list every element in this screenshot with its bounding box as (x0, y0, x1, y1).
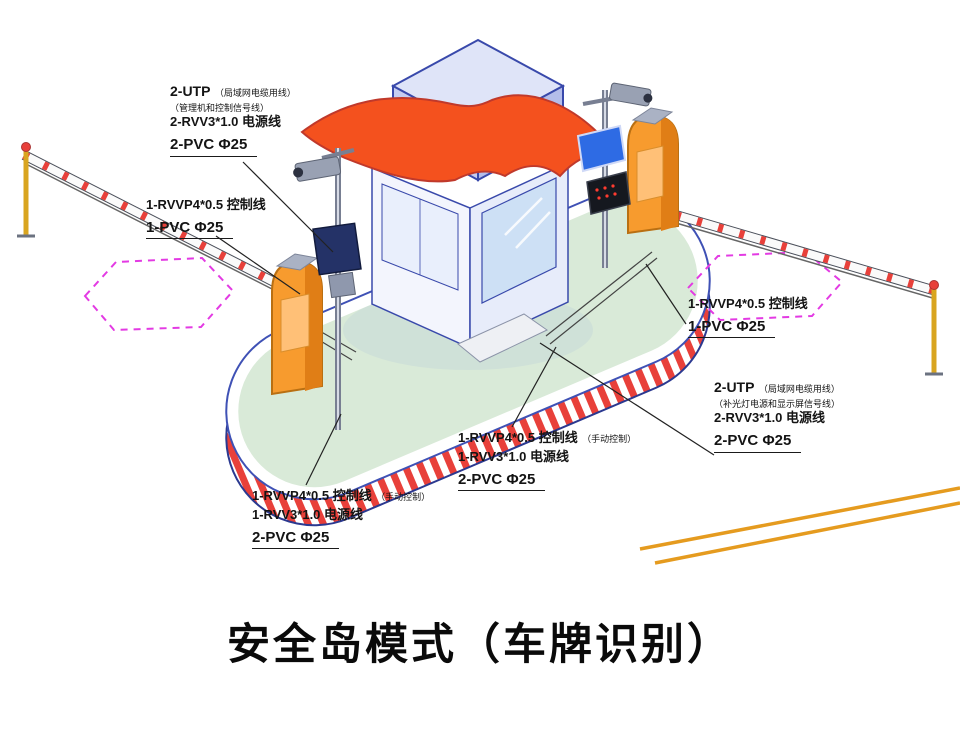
power-cable: 2-RVV3*1.0 电源线 (170, 114, 282, 130)
power-cable: 1-RVV3*1.0 电源线 (252, 506, 364, 522)
lane-marking-lines (639, 486, 960, 565)
conduit-spec: 1-PVC Φ25 (688, 316, 776, 339)
booth-canopy (300, 94, 614, 183)
led-sign (586, 171, 631, 215)
barrier-end-post-left (17, 142, 35, 238)
label-right-mid: 1-RVVP4*0.5 控制线 1-PVC Φ25 (688, 296, 808, 339)
cable-name: 2-UTP (714, 379, 755, 395)
control-note: （手动控制） (582, 434, 637, 444)
camera-pole-right (576, 82, 653, 268)
cable-note: （局域网电缆用线） (758, 384, 840, 394)
control-cable: 1-RVVP4*0.5 控制线 (688, 296, 808, 311)
conduit-spec: 2-PVC Φ25 (458, 469, 546, 492)
label-left-bottom: 1-RVVP4*0.5 控制线 （手动控制） 1-RVV3*1.0 电源线 2-… (252, 486, 431, 550)
barrier-end-post-right (925, 280, 943, 376)
diagram-title: 安全岛模式（车牌识别） (227, 621, 733, 669)
conduit-spec: 2-PVC Φ25 (252, 527, 340, 550)
label-center-bottom: 1-RVVP4*0.5 控制线 （手动控制） 1-RVV3*1.0 电源线 2-… (458, 428, 637, 492)
barrier-arm-right (674, 210, 938, 300)
conduit-spec: 1-PVC Φ25 (146, 217, 234, 240)
control-note: （手动控制） (376, 492, 431, 502)
cctv-camera-left (293, 156, 342, 182)
power-cable: 2-RVV3*1.0 电源线 (714, 410, 826, 426)
booth-window (481, 177, 557, 304)
control-panel-box (312, 222, 362, 276)
label-top-left: 2-UTP （局域网电缆用线） （管理机和控制信号线） 2-RVV3*1.0 电… (170, 82, 296, 157)
label-left-mid: 1-RVVP4*0.5 控制线 1-PVC Φ25 (146, 197, 266, 240)
barrier-gate-right (627, 107, 679, 235)
conduit-spec: 2-PVC Φ25 (714, 430, 802, 453)
barrier-arm-left (21, 150, 279, 292)
barrier-gate-left (271, 253, 323, 396)
cable-note2: （补光灯电源和显示屏信号线） (714, 398, 841, 409)
power-cable: 1-RVV3*1.0 电源线 (458, 448, 570, 464)
leader-lines (215, 161, 715, 486)
cable-note2: （管理机和控制信号线） (170, 102, 270, 113)
guard-booth (371, 161, 569, 363)
camera-pole-left (293, 148, 362, 430)
control-cable: 1-RVVP4*0.5 控制线 (252, 488, 372, 503)
cctv-camera-right (609, 82, 653, 107)
cable-name: 2-UTP (170, 83, 211, 99)
control-cable: 1-RVVP4*0.5 控制线 (146, 197, 266, 212)
label-right-low: 2-UTP （局域网电缆用线） （补光灯电源和显示屏信号线） 2-RVV3*1.… (714, 378, 840, 453)
vehicle-outline-right (686, 250, 844, 322)
control-cable: 1-RVVP4*0.5 控制线 (458, 430, 578, 445)
booth-step (457, 313, 548, 363)
lpr-screen (576, 124, 627, 173)
conduit-spec: 2-PVC Φ25 (170, 134, 258, 157)
cable-note: （局域网电缆用线） (214, 88, 296, 98)
vehicle-outline-left (83, 256, 235, 332)
